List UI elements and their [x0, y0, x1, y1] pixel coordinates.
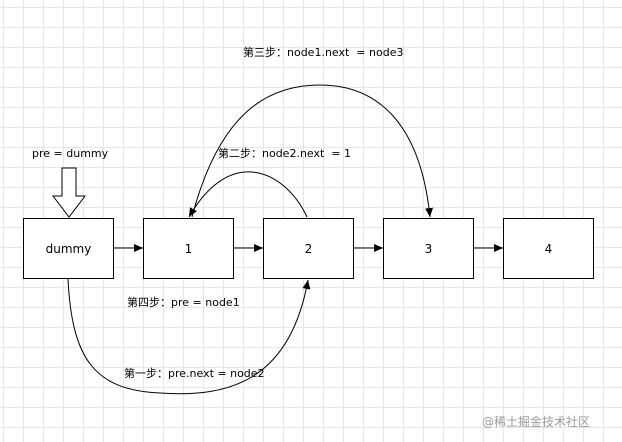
pointer-label: pre = dummy [32, 147, 109, 160]
step3-label: 第三步：node1.next = node3 [243, 46, 404, 59]
node-1-label: 1 [184, 241, 193, 256]
step4-label: 第四步：pre = node1 [127, 296, 240, 309]
node-2-label: 2 [304, 241, 313, 256]
pointer-down-arrow [51, 167, 87, 218]
watermark-text: @稀土掘金技术社区 [482, 415, 591, 429]
node-dummy-label: dummy [45, 241, 92, 256]
node-3: 3 [383, 218, 474, 279]
arrow-step2-node2-to-node1 [188, 171, 308, 218]
node-2: 2 [263, 218, 354, 279]
arrow-step1-dummy-to-node2 [67, 278, 311, 395]
node-4: 4 [503, 218, 594, 279]
arrow-step3-node1-to-node3 [191, 84, 434, 218]
node-dummy: dummy [23, 218, 114, 279]
node-4-label: 4 [544, 241, 553, 256]
step1-label: 第一步：pre.next = node2 [124, 367, 265, 380]
node-3-label: 3 [424, 241, 433, 256]
step2-label: 第二步：node2.next = 1 [218, 147, 352, 160]
node-1: 1 [143, 218, 234, 279]
